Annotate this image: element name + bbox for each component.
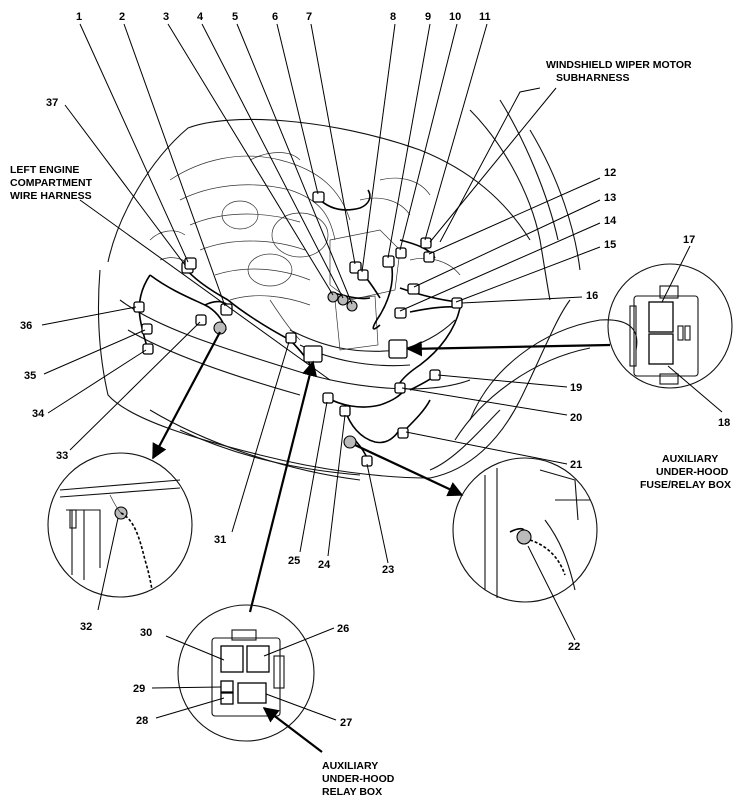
wire-harnesses xyxy=(138,189,461,461)
callout-25: 25 xyxy=(288,555,300,567)
label-fuse-relay-line-2: UNDER-HOOD xyxy=(656,466,729,478)
callout-29: 29 xyxy=(133,683,145,695)
connector-15 xyxy=(451,297,463,309)
callout-11: 11 xyxy=(479,11,491,23)
relay-29 xyxy=(220,680,234,693)
callout-1: 1 xyxy=(76,11,82,23)
callout-26: 26 xyxy=(337,623,349,635)
label-relay-box-line-3: RELAY BOX xyxy=(322,786,382,798)
callout-15: 15 xyxy=(604,239,616,251)
callout-10: 10 xyxy=(449,11,461,23)
engine-detail xyxy=(149,152,461,351)
label-relay-box-line-1: AUXILIARY xyxy=(322,760,378,772)
callout-24: 24 xyxy=(318,559,331,571)
callout-6: 6 xyxy=(272,11,278,23)
fuse-relay-17 xyxy=(648,301,674,333)
connector-3 xyxy=(327,291,339,303)
connector-8 xyxy=(357,269,369,281)
connector-33 xyxy=(195,314,207,326)
callout-36: 36 xyxy=(20,320,32,332)
relay-30 xyxy=(220,645,244,673)
callout-20: 20 xyxy=(570,412,582,424)
callout-18: 18 xyxy=(718,417,730,429)
callout-13: 13 xyxy=(604,192,616,204)
connector-35 xyxy=(141,323,153,335)
callout-28: 28 xyxy=(136,715,148,727)
connector-31 xyxy=(285,332,297,344)
connector-10 xyxy=(395,247,407,259)
callout-9: 9 xyxy=(425,11,431,23)
callout-2: 2 xyxy=(119,11,125,23)
relay-27 xyxy=(237,682,267,704)
connector-6 xyxy=(312,191,325,203)
connector-22-ground xyxy=(343,435,357,449)
callout-3: 3 xyxy=(163,11,169,23)
label-fuse-relay-line-1: AUXILIARY xyxy=(662,453,718,465)
connector-5 xyxy=(346,300,358,312)
callout-16: 16 xyxy=(586,290,598,302)
callout-leader-lines xyxy=(41,23,601,564)
detail-relay-box xyxy=(151,604,337,753)
callout-32: 32 xyxy=(80,621,92,633)
callout-23: 23 xyxy=(382,564,394,576)
callout-19: 19 xyxy=(570,382,582,394)
label-left-engine-line-2: COMPARTMENT xyxy=(10,177,93,189)
connector-14 xyxy=(394,307,407,319)
callout-34: 34 xyxy=(32,408,45,420)
label-fuse-relay-line-3: FUSE/RELAY BOX xyxy=(640,479,731,491)
callout-22: 22 xyxy=(568,641,580,653)
callout-17: 17 xyxy=(683,234,695,246)
connector-34 xyxy=(142,343,154,355)
connector-21 xyxy=(397,427,409,439)
detail-ground-left xyxy=(47,452,193,611)
callout-31: 31 xyxy=(214,534,226,546)
callout-14: 14 xyxy=(604,215,617,227)
callout-8: 8 xyxy=(390,11,396,23)
callout-37: 37 xyxy=(46,97,58,109)
fuse-relay-18 xyxy=(648,333,674,365)
label-windshield-wiper-line-2: SUBHARNESS xyxy=(556,72,630,84)
connector-4 xyxy=(337,294,349,306)
connector-13 xyxy=(407,283,420,295)
callout-33: 33 xyxy=(56,450,68,462)
callout-12: 12 xyxy=(604,167,616,179)
label-windshield-wiper-line-1: WINDSHIELD WIPER MOTOR xyxy=(546,59,692,71)
connector-12 xyxy=(423,251,435,263)
label-left-engine-line-3: WIRE HARNESS xyxy=(10,190,92,202)
callout-30: 30 xyxy=(140,627,152,639)
callout-5: 5 xyxy=(232,11,238,23)
detail-fuse-relay-box xyxy=(607,245,733,413)
callout-numbers: 1 2 3 4 5 6 7 8 9 10 11 12 13 14 15 16 1… xyxy=(20,11,730,729)
callout-35: 35 xyxy=(24,370,36,382)
harness-connectors xyxy=(133,191,463,467)
detail-ground-right xyxy=(452,457,598,641)
connector-11 xyxy=(420,237,432,249)
callout-21: 21 xyxy=(570,459,582,471)
connector-24 xyxy=(339,405,351,417)
relay-26 xyxy=(246,645,270,673)
callout-4: 4 xyxy=(197,11,204,23)
label-relay-box-line-2: UNDER-HOOD xyxy=(322,773,395,785)
callout-27: 27 xyxy=(340,717,352,729)
vehicle-body-outline xyxy=(97,99,638,481)
connector-25 xyxy=(322,392,334,404)
detail-arrows xyxy=(152,331,611,613)
component-labels: WINDSHIELD WIPER MOTOR SUBHARNESS LEFT E… xyxy=(10,59,731,798)
connector-auxiliary-relay-box xyxy=(303,345,323,363)
callout-7: 7 xyxy=(306,11,312,23)
label-left-engine-line-1: LEFT ENGINE xyxy=(10,164,79,176)
connector-auxiliary-fuse-relay-box xyxy=(388,339,408,359)
